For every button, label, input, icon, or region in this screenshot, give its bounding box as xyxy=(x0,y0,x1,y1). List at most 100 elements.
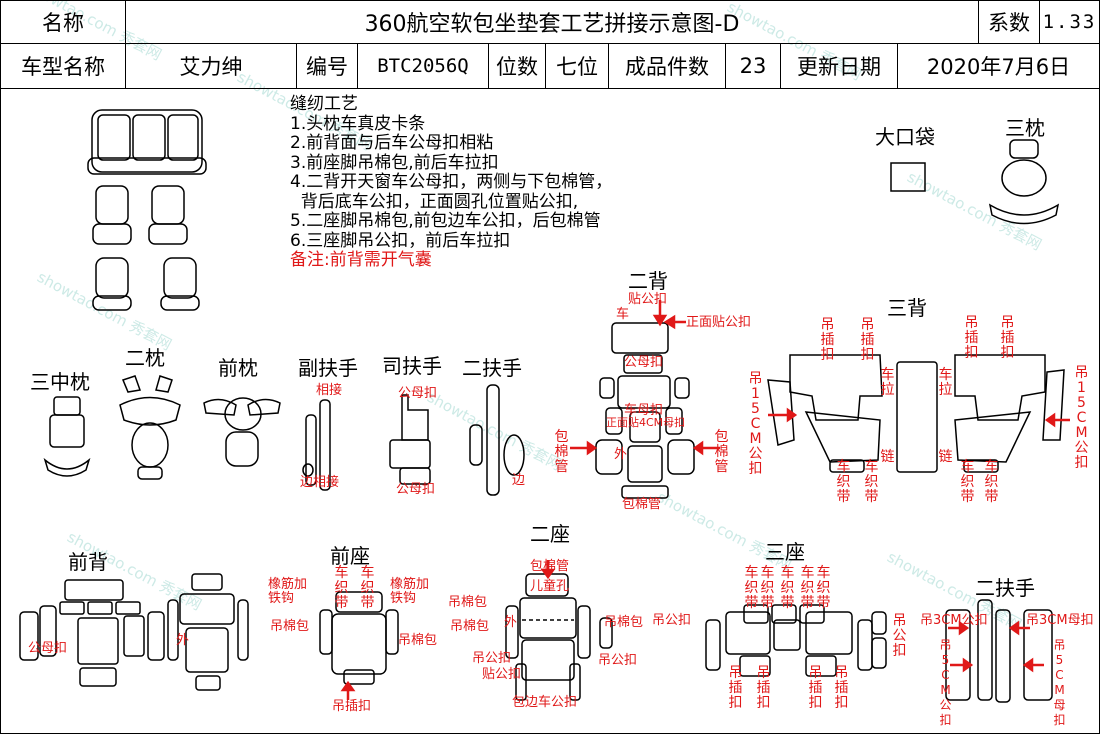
annotation: 吊公扣 xyxy=(652,613,692,628)
annotation: 吊3CM公扣 xyxy=(920,613,988,628)
second-seat-shape xyxy=(505,573,613,701)
note-item: 2.前背面与后车公母扣相粘 xyxy=(290,133,494,153)
annotation: 车织带 xyxy=(836,459,851,505)
notes-remark: 备注:前背需开气囊 xyxy=(290,250,432,270)
annotation: 边 xyxy=(512,473,526,488)
annotation: 正面贴公扣 xyxy=(686,315,752,330)
annotation: 吊棉包 xyxy=(398,633,438,648)
note-item: 3.前座脚吊棉包,前后车拉扣 xyxy=(290,152,499,173)
third-back-shape xyxy=(767,354,1065,473)
co-armrest-shape xyxy=(302,399,331,491)
annotation: 吊插扣 xyxy=(834,665,849,711)
second-back-shape xyxy=(595,322,695,499)
annotation: 链 xyxy=(880,449,895,465)
annotation: 外 xyxy=(176,633,190,648)
annotation: 吊插扣 xyxy=(964,315,979,361)
big-pocket-label: 大口袋 xyxy=(875,125,935,149)
annotation: 车拉 xyxy=(880,367,895,398)
third-pillow-label: 三枕 xyxy=(1005,116,1045,140)
third-seat-shape xyxy=(705,604,887,677)
date-label: 更新日期 xyxy=(780,43,898,89)
annotation: 吊15CM公扣 xyxy=(1074,365,1089,471)
annotation: 吊5CM公扣 xyxy=(939,638,952,727)
annotation: 包棉管 xyxy=(530,559,570,574)
annotation: 吊插扣 xyxy=(728,665,743,711)
note-item: 6.三座脚吊公扣，前后车拉扣 xyxy=(290,230,511,251)
annotation: 车织带 xyxy=(984,459,999,505)
second-seat-label: 二座 xyxy=(530,522,570,546)
annotation: 吊插扣 xyxy=(808,665,823,711)
note-item: 4.二背开天窗车公母扣，两侧与下包棉管， xyxy=(290,172,613,192)
annotation: 车织带 xyxy=(360,565,375,611)
annotation: 吊15CM公扣 xyxy=(748,371,763,477)
annotation: 包边车公扣 xyxy=(512,695,578,710)
annotation: 吊插扣 xyxy=(332,699,372,714)
annotation: 链 xyxy=(938,449,953,465)
annotation: 公母扣 xyxy=(396,482,436,497)
second-armrest-shape xyxy=(469,384,525,496)
annotation: 公母扣 xyxy=(398,386,438,401)
second-armrest-b-shape xyxy=(945,599,1053,703)
annotation: 车织带 xyxy=(744,565,759,611)
driver-armrest-label: 司扶手 xyxy=(382,354,442,378)
seat-label: 位数 xyxy=(488,43,546,89)
annotation: 外 xyxy=(504,615,518,630)
annotation: 吊插扣 xyxy=(1000,315,1015,361)
annotation: 吊插扣 xyxy=(820,317,835,363)
front-seat-label: 前座 xyxy=(330,544,370,568)
model-value: 艾力绅 xyxy=(125,43,297,89)
annotation: 吊棉包 xyxy=(450,619,490,634)
annotation: 吊插扣 xyxy=(860,317,875,363)
annotation: 吊公扣 xyxy=(892,613,907,659)
driver-armrest-shape xyxy=(389,394,431,485)
co-armrest-label: 副扶手 xyxy=(298,356,358,380)
front-back-shape xyxy=(19,573,249,691)
annotation: 车织带 xyxy=(816,565,831,611)
annotation: 车织带 xyxy=(864,459,879,505)
annotation: 公母扣 xyxy=(624,355,664,370)
third-pillow-shape xyxy=(988,139,1060,225)
annotation: 包棉管 xyxy=(714,429,729,475)
annotation: 相接 xyxy=(316,383,343,398)
annotation: 包棉管 xyxy=(554,429,569,475)
annotation: 正面贴4CM母扣 xyxy=(606,416,686,429)
annotation: 车 xyxy=(616,307,630,322)
annotation: 吊棉包 xyxy=(448,595,488,610)
third-mid-pillow-shape xyxy=(43,396,91,477)
front-pillow-shape xyxy=(203,397,281,467)
annotation: 贴公扣 xyxy=(628,292,668,307)
annotation: 儿童孔 xyxy=(530,579,570,594)
second-pillow-shape xyxy=(119,375,181,480)
seat-value: 七位 xyxy=(545,43,609,89)
sewing-notes: 缝纫工艺 1.头枕车真皮卡条 2.前背面与后车公母扣相粘 3.前座脚吊棉包,前后… xyxy=(290,94,613,271)
annotation: 吊5CM母扣 xyxy=(1053,638,1066,727)
note-item: 背后底车公扣，正面圆孔位置贴公扣, xyxy=(290,191,579,212)
second-pillow-label: 二枕 xyxy=(125,346,165,370)
annotation: 吊棉包 xyxy=(270,619,310,634)
annotation: 车织带 xyxy=(780,565,795,611)
third-seat-label: 三座 xyxy=(765,540,805,564)
annotation: 车织带 xyxy=(800,565,815,611)
third-mid-pillow-label: 三中枕 xyxy=(30,370,90,394)
third-back-label: 三背 xyxy=(887,296,927,320)
pieces-label: 成品件数 xyxy=(608,43,726,89)
annotation: 吊公扣 xyxy=(598,653,638,668)
second-back-label: 二背 xyxy=(628,269,668,293)
annotation: 车织带 xyxy=(334,565,349,611)
annotation-arrows xyxy=(340,300,1070,700)
notes-heading: 缝纫工艺 xyxy=(290,94,358,114)
annotation: 外 xyxy=(614,447,628,462)
annotation: 吊公扣 xyxy=(472,651,512,666)
seat-overview-icon xyxy=(87,109,207,311)
annotation: 橡筋加铁钩 xyxy=(390,577,430,606)
annotation: 公母扣 xyxy=(28,641,68,656)
annotation: 橡筋加铁钩 xyxy=(268,577,308,606)
second-armrest-label: 二扶手 xyxy=(462,356,522,380)
note-item: 5.二座脚吊棉包,前包边车公扣，后包棉管 xyxy=(290,211,601,231)
annotation: 车织带 xyxy=(960,459,975,505)
note-item: 1.头枕车真皮卡条 xyxy=(290,113,426,134)
coef-label: 系数 xyxy=(978,0,1040,44)
annotation: 车织带 xyxy=(760,565,775,611)
annotation: 吊3CM母扣 xyxy=(1026,613,1094,628)
